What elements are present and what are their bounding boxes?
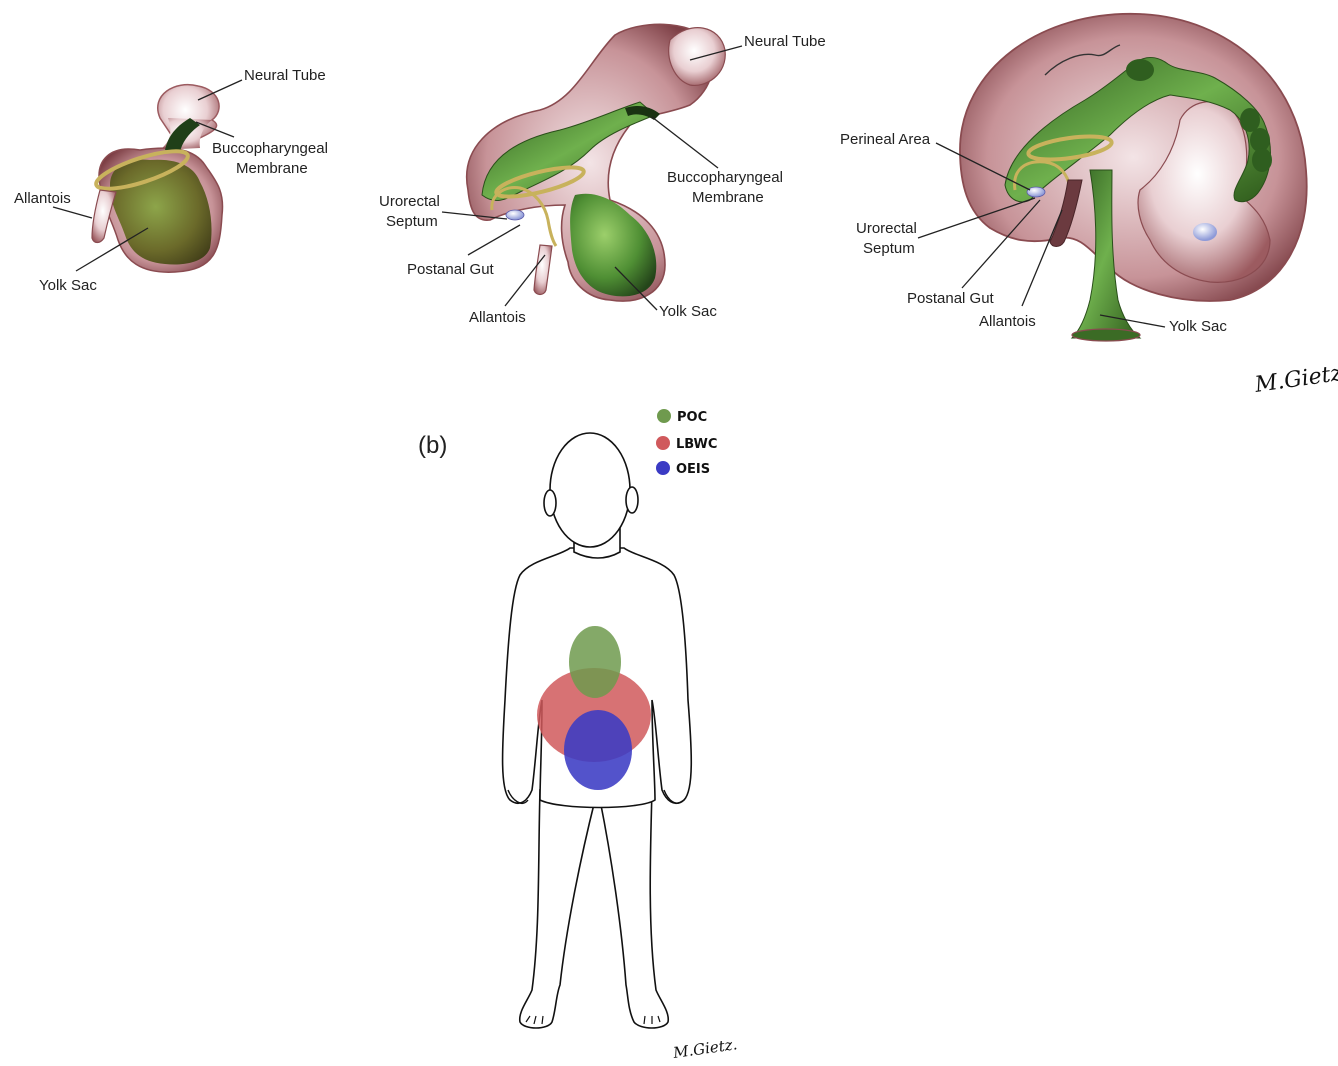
label-buccopharyngeal-membrane-line2: Membrane xyxy=(236,160,308,177)
legend-label-oeis: OEIS xyxy=(676,462,710,477)
legend-label-lbwc: LBWC xyxy=(676,437,717,452)
label-postanal-gut: Postanal Gut xyxy=(407,261,495,278)
late-embryo-lens-bleb xyxy=(1193,223,1217,241)
label-yolk-sac: Yolk Sac xyxy=(659,303,717,320)
label-allantois: Allantois xyxy=(469,309,526,326)
child-right-ear xyxy=(626,487,638,513)
child-right-leg xyxy=(600,790,668,1028)
legend-item-oeis: OEIS xyxy=(656,461,710,477)
late-embryo-figure xyxy=(960,14,1307,341)
child-left-ear xyxy=(544,490,556,516)
region-oeis xyxy=(564,710,632,790)
label-perineal-area: Perineal Area xyxy=(840,131,931,148)
label-neural-tube: Neural Tube xyxy=(244,67,326,84)
label-buccopharyngeal-membrane: Buccopharyngeal xyxy=(212,140,328,157)
legend-swatch-poc xyxy=(657,409,671,423)
signature-panel-b: M.Gietz. xyxy=(671,1035,738,1062)
legend-swatch-oeis xyxy=(656,461,670,475)
label-allantois: Allantois xyxy=(979,313,1036,330)
label-urorectal-septum: Urorectal xyxy=(856,220,917,237)
label-allantois: Allantois xyxy=(14,190,71,207)
label-yolk-sac: Yolk Sac xyxy=(1169,318,1227,335)
middle-embryo-figure xyxy=(467,24,726,301)
late-embryo-yolk-stalk-opening xyxy=(1072,329,1140,341)
legend-item-poc: POC xyxy=(657,409,707,425)
legend-label-poc: POC xyxy=(677,410,707,425)
middle-embryo-allantois xyxy=(534,245,552,295)
label-urorectal-septum: Urorectal xyxy=(379,193,440,210)
legend: POC LBWC OEIS xyxy=(656,409,717,477)
label-urorectal-septum-line2: Septum xyxy=(863,240,915,257)
legend-swatch-lbwc xyxy=(656,436,670,450)
panel-b-label: (b) xyxy=(418,432,447,459)
label-urorectal-septum-line2: Septum xyxy=(386,213,438,230)
legend-item-lbwc: LBWC xyxy=(656,436,717,452)
label-buccopharyngeal-membrane-line2: Membrane xyxy=(692,189,764,206)
signature-panel-a: M.Gietz. xyxy=(1252,360,1338,398)
child-left-leg xyxy=(520,790,595,1028)
middle-embryo-cloacal-membrane xyxy=(506,210,524,220)
late-embryo-cloacal-membrane xyxy=(1027,187,1045,197)
region-poc xyxy=(569,626,621,698)
child-head xyxy=(550,433,630,547)
label-neural-tube: Neural Tube xyxy=(744,33,826,50)
label-buccopharyngeal-membrane: Buccopharyngeal xyxy=(667,169,783,186)
label-yolk-sac: Yolk Sac xyxy=(39,277,97,294)
early-embryo-figure xyxy=(92,85,223,273)
label-postanal-gut: Postanal Gut xyxy=(907,290,995,307)
middle-embryo-head-bulge xyxy=(669,28,726,86)
